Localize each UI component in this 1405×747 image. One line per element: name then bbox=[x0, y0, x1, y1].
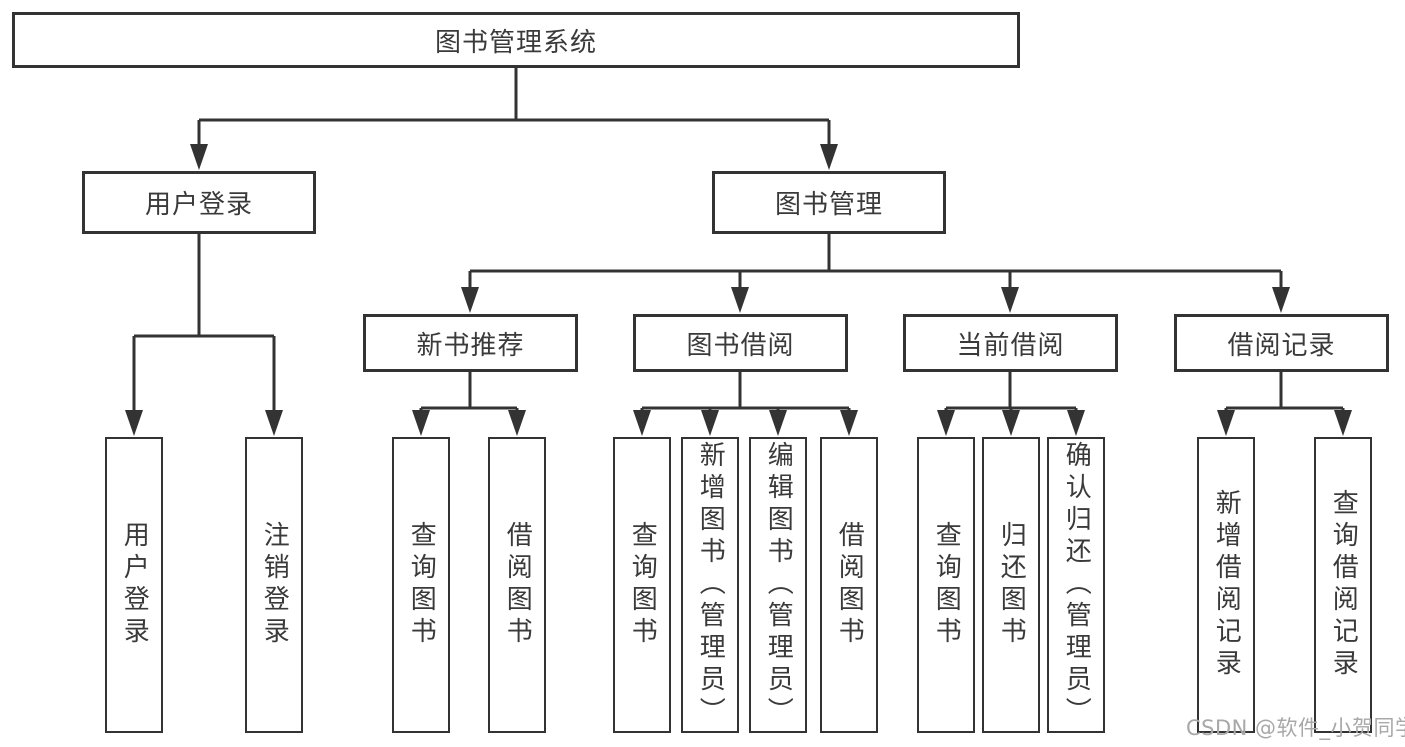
arrowhead-icon bbox=[769, 410, 787, 436]
leaf-borrow-books-1-label: 借阅图书 bbox=[502, 521, 533, 649]
node-root-label: 图书管理系统 bbox=[434, 27, 597, 58]
leaf-add-borrow-record-label: 新增借阅记录 bbox=[1211, 489, 1242, 681]
arrowhead-icon bbox=[701, 410, 719, 436]
arrowhead-icon bbox=[1334, 410, 1352, 436]
leaf-confirm-return-admin: 确认归还（管理员） bbox=[1047, 437, 1105, 733]
arrowhead-icon bbox=[1217, 410, 1235, 436]
connector-book-management-to-level2 bbox=[468, 234, 1283, 294]
leaf-query-books-1-label: 查询图书 bbox=[406, 521, 437, 649]
node-book-management: 图书管理 bbox=[712, 171, 946, 234]
leaf-borrow-books-2: 借阅图书 bbox=[820, 437, 878, 733]
arrowhead-icon bbox=[190, 144, 208, 170]
arrowhead-icon bbox=[840, 410, 858, 436]
node-user-login: 用户登录 bbox=[82, 171, 316, 234]
node-book-borrowing: 图书借阅 bbox=[633, 314, 848, 372]
node-current-borrowing: 当前借阅 bbox=[903, 314, 1118, 372]
connector-new-book-recommend-to-leaves bbox=[419, 372, 519, 418]
node-book-management-label: 图书管理 bbox=[774, 190, 883, 220]
leaf-query-books-2: 查询图书 bbox=[613, 437, 671, 733]
leaf-query-books-3-label: 查询图书 bbox=[931, 521, 962, 649]
leaf-logout-label: 注销登录 bbox=[259, 521, 290, 649]
connector-root-to-level1 bbox=[197, 68, 831, 152]
arrowhead-icon bbox=[1067, 410, 1085, 436]
leaf-borrow-books-2-label: 借阅图书 bbox=[834, 521, 865, 649]
leaf-user-login-label: 用户登录 bbox=[119, 521, 150, 649]
node-current-borrowing-label: 当前借阅 bbox=[956, 330, 1065, 361]
node-new-book-recommend: 新书推荐 bbox=[363, 314, 578, 372]
node-borrowing-records: 借阅记录 bbox=[1174, 314, 1389, 372]
leaf-return-books-label: 归还图书 bbox=[996, 521, 1027, 649]
arrowhead-icon bbox=[508, 410, 526, 436]
arrowhead-icon bbox=[731, 287, 749, 313]
leaf-edit-book-admin-label: 编辑图书（管理员） bbox=[763, 441, 794, 729]
arrowhead-icon bbox=[937, 410, 955, 436]
watermark: CSDN @软件_小贺同学 bbox=[1186, 716, 1405, 740]
node-book-borrowing-label: 图书借阅 bbox=[686, 330, 795, 361]
node-new-book-recommend-label: 新书推荐 bbox=[416, 330, 525, 361]
arrowhead-icon bbox=[461, 287, 479, 313]
leaf-query-books-1: 查询图书 bbox=[392, 437, 450, 733]
connector-book-borrowing-to-leaves bbox=[640, 372, 851, 418]
node-user-login-label: 用户登录 bbox=[144, 190, 253, 220]
arrowhead-icon bbox=[820, 144, 838, 170]
arrowhead-icon bbox=[412, 410, 430, 436]
arrowhead-icon bbox=[1002, 410, 1020, 436]
node-root: 图书管理系统 bbox=[12, 12, 1020, 68]
leaf-query-borrow-record-label: 查询借阅记录 bbox=[1328, 489, 1359, 681]
leaf-add-book-admin-label: 新增图书（管理员） bbox=[695, 441, 726, 729]
leaf-edit-book-admin: 编辑图书（管理员） bbox=[749, 437, 807, 733]
leaf-query-borrow-record: 查询借阅记录 bbox=[1314, 437, 1372, 733]
arrowhead-icon bbox=[265, 410, 283, 436]
connector-borrowing-records-to-leaves bbox=[1224, 372, 1345, 418]
arrowhead-icon bbox=[125, 410, 143, 436]
arrowhead-icon bbox=[1272, 287, 1290, 313]
leaf-user-login: 用户登录 bbox=[105, 437, 163, 733]
leaf-add-borrow-record: 新增借阅记录 bbox=[1197, 437, 1255, 733]
leaf-query-books-2-label: 查询图书 bbox=[627, 521, 658, 649]
leaf-add-book-admin: 新增图书（管理员） bbox=[681, 437, 739, 733]
node-borrowing-records-label: 借阅记录 bbox=[1227, 330, 1336, 361]
arrowhead-icon bbox=[633, 410, 651, 436]
leaf-borrow-books-1: 借阅图书 bbox=[488, 437, 546, 733]
leaf-return-books: 归还图书 bbox=[982, 437, 1040, 733]
leaf-logout: 注销登录 bbox=[245, 437, 303, 733]
leaf-confirm-return-admin-label: 确认归还（管理员） bbox=[1061, 441, 1092, 729]
leaf-query-books-3: 查询图书 bbox=[917, 437, 975, 733]
arrowhead-icon bbox=[1001, 287, 1019, 313]
connector-user-login-to-leaves bbox=[132, 234, 276, 418]
